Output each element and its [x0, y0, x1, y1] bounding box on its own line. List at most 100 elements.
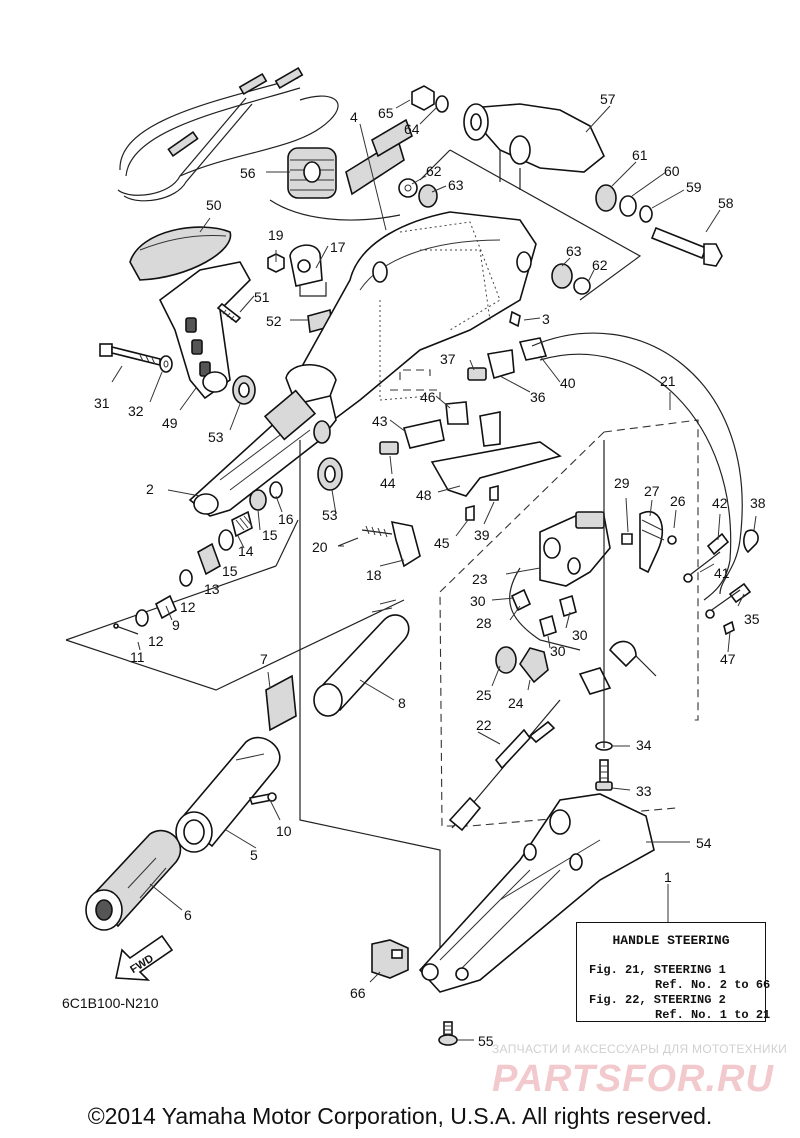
assembly-leader-line [299, 440, 441, 970]
info-box-title: HANDLE STEERING [612, 933, 730, 948]
grip-sleeve-part-8 [313, 599, 410, 717]
callout-30a: 30 [470, 593, 486, 609]
callout-1: 1 [664, 869, 672, 885]
callout-49: 49 [162, 415, 178, 431]
callout-20: 20 [312, 539, 328, 555]
callout-28: 28 [476, 615, 492, 631]
handle-steering-info-box: HANDLE STEERING Fig. 21, STEERING 1 Ref.… [576, 922, 770, 1022]
callout-18: 18 [366, 567, 382, 583]
grip-cover-part-7 [265, 674, 297, 732]
handle-cap-part-50 [129, 226, 232, 281]
callout-62b: 62 [592, 257, 608, 273]
callout-14: 14 [238, 543, 254, 559]
callout-10: 10 [276, 823, 292, 839]
callout-30c: 30 [550, 643, 566, 659]
callout-31: 31 [94, 395, 110, 411]
callout-54: 54 [696, 835, 712, 851]
watermark-caption: ЗАПЧАСТИ И АКСЕССУАРЫ ДЛЯ МОТОТЕХНИКИ [492, 1042, 788, 1056]
callout-52: 52 [266, 313, 282, 329]
callout-24: 24 [508, 695, 524, 711]
callout-56: 56 [240, 165, 256, 181]
callout-57: 57 [600, 91, 616, 107]
callout-17: 17 [330, 239, 346, 255]
callout-35: 35 [744, 611, 760, 627]
watermark-logo: PARTSFOR.RU [492, 1058, 774, 1100]
handle-holder-part-49 [158, 261, 251, 400]
diagram-code: 6C1B100-N210 [62, 995, 159, 1011]
washer-part-62-upper [398, 178, 418, 198]
callout-61: 61 [632, 147, 648, 163]
steering-2-frame [439, 419, 699, 827]
leader-lines [111, 99, 757, 1041]
callout-19: 19 [268, 227, 284, 243]
callout-36: 36 [530, 389, 546, 405]
screw-part-51 [216, 302, 242, 324]
collar-part-63-lower [551, 263, 573, 289]
fwd-arrow-icon [115, 934, 174, 981]
callout-15b: 15 [222, 563, 238, 579]
callout-55: 55 [478, 1033, 494, 1049]
friction-parts-group [65, 481, 421, 691]
callout-32: 32 [128, 403, 144, 419]
callout-48: 48 [416, 487, 432, 503]
callout-13: 13 [204, 581, 220, 597]
washer-part-32 [159, 355, 173, 373]
copyright-notice: ©2014 Yamaha Motor Corporation, U.S.A. A… [87, 1103, 713, 1129]
collar-part-61 [595, 184, 617, 212]
callout-38: 38 [750, 495, 766, 511]
callout-12b: 12 [148, 633, 164, 649]
callout-22: 22 [476, 717, 492, 733]
washer-part-60 [619, 195, 637, 217]
callout-59: 59 [686, 179, 702, 195]
callout-65: 65 [378, 105, 394, 121]
throttle-cables [117, 66, 401, 221]
callout-29: 29 [614, 475, 630, 491]
callout-12a: 12 [180, 599, 196, 615]
callout-30b: 30 [572, 627, 588, 643]
callout-2: 2 [146, 481, 154, 497]
cable-grommet-part-56 [287, 147, 337, 199]
washer-part-62-lower [573, 277, 591, 295]
grip-part-6 [85, 829, 182, 931]
callout-63b: 63 [566, 243, 582, 259]
callout-44: 44 [380, 475, 396, 491]
callout-60: 60 [664, 163, 680, 179]
callout-42: 42 [712, 495, 728, 511]
washer-part-64 [435, 95, 449, 113]
decal-part-4 [345, 118, 413, 196]
info-line-ref-22: Ref. No. 1 to 21 [655, 1008, 771, 1022]
nut-part-65 [411, 85, 435, 111]
collar-part-63-upper [418, 184, 438, 208]
cable-holder-group [379, 300, 562, 521]
callout-63a: 63 [448, 177, 464, 193]
control-rods-group [531, 332, 759, 636]
callout-labels: 1 2 3 4 5 6 7 8 9 10 11 12 12 13 14 15 1… [94, 91, 766, 1049]
callout-33: 33 [636, 783, 652, 799]
callout-45: 45 [434, 535, 450, 551]
throttle-grip-part-5 [175, 736, 281, 853]
callout-40: 40 [560, 375, 576, 391]
callout-39: 39 [474, 527, 490, 543]
callout-53b: 53 [322, 507, 338, 523]
info-line-fig-21: Fig. 21, STEERING 1 [589, 963, 726, 977]
callout-50: 50 [206, 197, 222, 213]
callout-64: 64 [404, 121, 420, 137]
steering-handle-housing [299, 211, 537, 432]
clamp-part-17 [289, 244, 327, 297]
info-line-ref-21: Ref. No. 2 to 66 [655, 978, 771, 992]
shift-mechanism-group [448, 511, 677, 832]
callout-58: 58 [718, 195, 734, 211]
callout-11: 11 [130, 649, 145, 665]
bushing-part-53-lower [317, 457, 343, 491]
callout-3: 3 [542, 311, 550, 327]
callout-23: 23 [472, 571, 488, 587]
info-line-fig-22: Fig. 22, STEERING 2 [589, 993, 726, 1007]
callout-6: 6 [184, 907, 192, 923]
callout-47: 47 [720, 651, 736, 667]
callout-66: 66 [350, 985, 366, 1001]
bushing-part-53-upper [232, 375, 256, 405]
callout-34: 34 [636, 737, 652, 753]
callout-43: 43 [372, 413, 388, 429]
